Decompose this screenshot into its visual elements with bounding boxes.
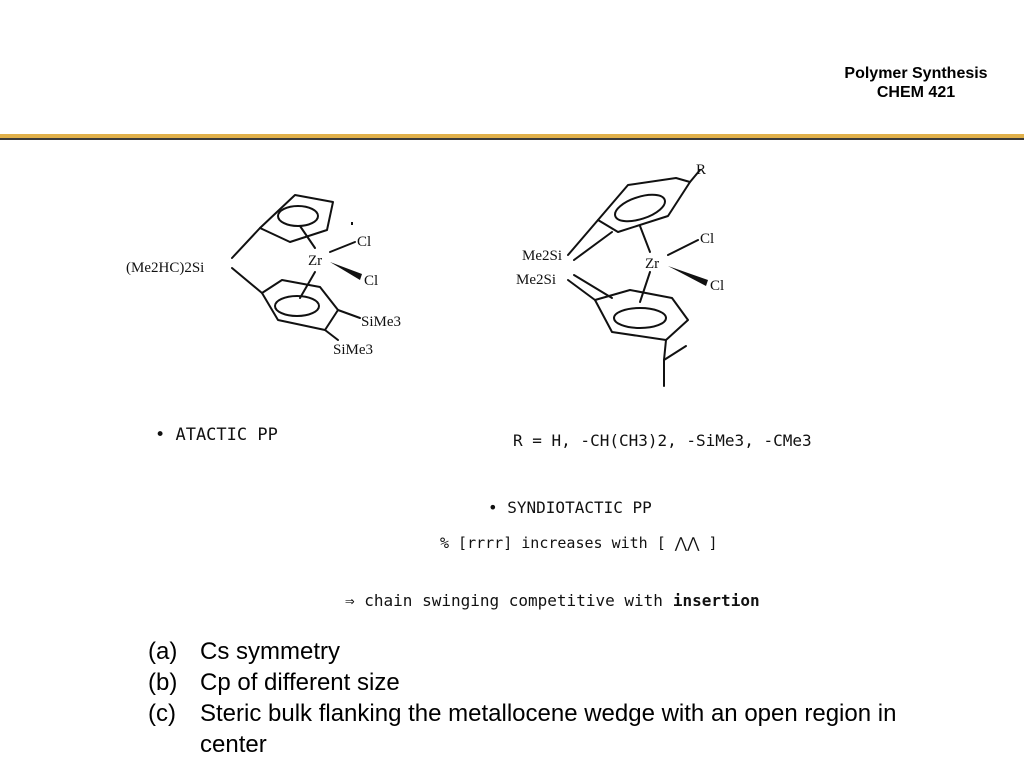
left-zr-cl-bond-1 [329,241,356,253]
right-zr-cp-bond-upper [639,225,651,253]
right-upper-cp-ring [597,177,691,233]
list-marker: (b) [148,669,178,696]
list-item: (b) Cp of different size [148,667,928,698]
right-lower-cp-circle [613,307,667,329]
header-rule-gold [0,134,1024,138]
course-code: CHEM 421 [876,84,956,101]
left-metallocene-structure: (Me2HC)2Si Zr Cl Cl SiMe3 SiMe3 [126,194,401,358]
right-upper-cp-circle [614,193,666,223]
rrrr-note: % [rrrr] increases with [ ⋀⋀ ] [440,534,717,552]
list-marker: (a) [148,638,178,665]
list-item: (c) Steric bulk flanking the metallocene… [148,698,928,760]
list-item: (a) Cs symmetry [148,636,928,667]
list-text: Cs symmetry [200,638,340,665]
left-sime3-label-2: SiMe3 [333,342,373,358]
slide-header: Polymer Synthesis CHEM 421 [0,0,1024,140]
list-marker: (c) [148,700,176,727]
left-lower-cp-circle [274,295,320,317]
right-cl-label-1: Cl [700,231,714,247]
right-zr-cl-wedge [668,266,708,286]
right-isopropyl-arm-1 [663,345,687,361]
atactic-note: • ATACTIC PP [155,425,278,445]
conclusion-emphasis: insertion [673,591,760,610]
left-bridge-bond-upper [231,227,261,259]
r-definition-note: R = H, -CH(CH3)2, -SiMe3, -CMe3 [513,431,812,450]
key-points-list: (a) Cs symmetry (b) Cp of different size… [148,636,928,760]
chemistry-figure: (Me2HC)2Si Zr Cl Cl SiMe3 SiMe3 R Me2Si … [126,162,812,610]
course-label: Polymer Synthesis CHEM 421 [816,64,1016,102]
list-text: Steric bulk flanking the metallocene wed… [200,700,897,758]
right-zr-cp-bond-lower [639,271,651,303]
syndiotactic-note: • SYNDIOTACTIC PP [488,498,652,517]
left-sime3-bond-2 [324,329,339,341]
list-text: Cp of different size [200,669,400,696]
left-metal-label: Zr [308,253,322,269]
left-lower-cp-ring [261,279,339,331]
left-bridge-substituent: (Me2HC)2Si [126,260,204,276]
left-zr-cp-bond-lower [299,271,316,299]
left-zr-cl-wedge [330,262,362,280]
conclusion-text: ⇒ chain swinging competitive with [345,591,663,610]
right-r-bond [689,169,701,183]
left-sime3-bond-1 [337,309,361,319]
conclusion-note: ⇒ chain swinging competitive with inserti… [345,591,760,610]
right-bridge-label-1: Me2Si [522,248,562,264]
right-metal-label: Zr [645,256,659,272]
left-upper-cp-ring [259,194,334,243]
right-metallocene-structure: R Me2Si Me2Si Zr Cl Cl [516,162,724,387]
left-upper-cp-circle [277,205,319,227]
right-bridge-label-2: Me2Si [516,272,556,288]
left-cl-label-1: Cl [357,234,371,250]
right-bridge-bond-3 [567,279,596,301]
right-bridge-bond-1 [567,219,599,256]
right-isopropyl-bond [663,339,667,361]
right-bridge-bond-2 [573,231,613,261]
right-zr-cl-bond-1 [667,239,699,256]
right-cl-label-2: Cl [710,278,724,294]
right-lower-cp-ring [594,289,689,341]
left-bridge-bond-lower [231,267,263,294]
left-zr-cp-bond-upper [299,225,316,249]
header-rule-dark [0,138,1024,140]
right-bridge-bond-4 [573,274,613,299]
right-r-label: R [696,162,706,178]
course-title: Polymer Synthesis [844,65,988,82]
left-cl-label-2: Cl [364,273,378,289]
left-sime3-label-1: SiMe3 [361,314,401,330]
